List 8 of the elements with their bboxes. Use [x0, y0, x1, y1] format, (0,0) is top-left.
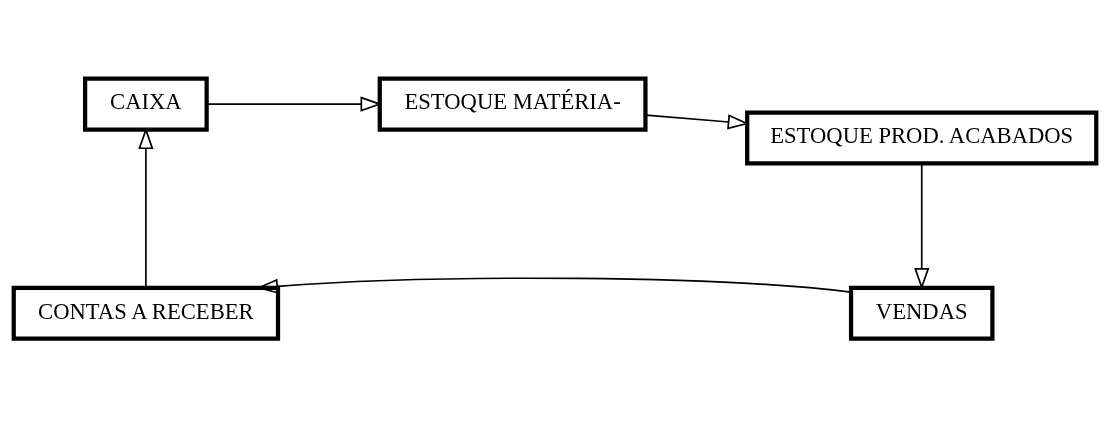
node-box: ESTOQUE MATÉRIA- [377, 76, 648, 132]
node-box: CONTAS A RECEBER [11, 285, 281, 341]
arrow [138, 126, 154, 288]
arrow [206, 95, 383, 112]
node-box: CAIXA [83, 76, 209, 132]
arrow [645, 113, 750, 130]
node-box: ESTOQUE PROD. ACABADOS [745, 109, 1099, 166]
node-box: VENDAS [848, 285, 995, 341]
